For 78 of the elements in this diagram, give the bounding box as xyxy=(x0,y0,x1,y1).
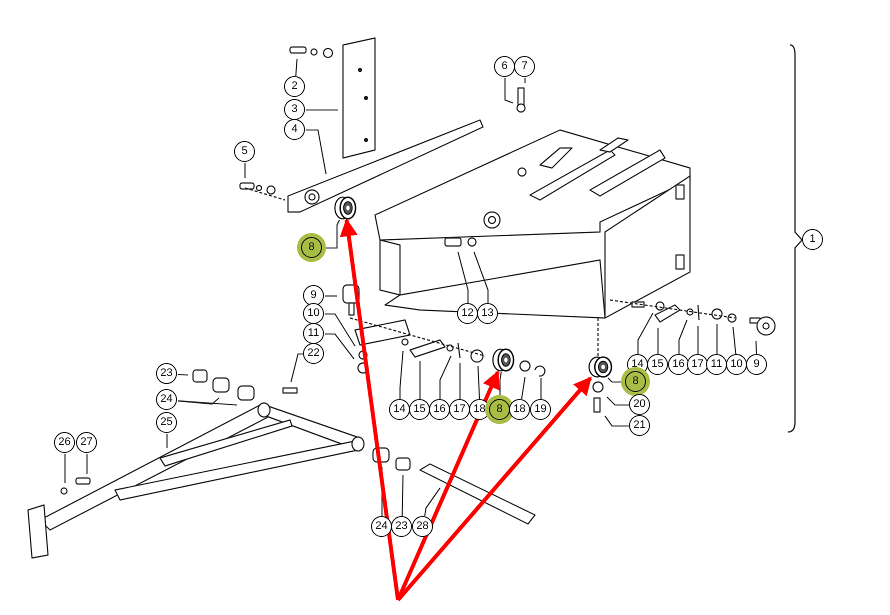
leader-line xyxy=(295,58,298,76)
callout-number: 16 xyxy=(668,354,689,375)
callout-number: 9 xyxy=(746,354,767,375)
leader-line xyxy=(86,454,88,474)
callout-number: 12 xyxy=(457,303,478,324)
callout-number: 23 xyxy=(156,363,177,384)
callout-number: 17 xyxy=(687,354,708,375)
callout-number: 5 xyxy=(234,141,255,162)
callout-number: 21 xyxy=(629,415,650,436)
leader-line xyxy=(178,398,220,405)
leader-line xyxy=(178,374,188,376)
bearing-drawing xyxy=(587,356,613,378)
leader-line xyxy=(716,324,718,354)
bearing-drawing xyxy=(491,348,515,372)
callout-number: 15 xyxy=(409,399,430,420)
callout-number: 10 xyxy=(303,303,324,324)
leader-line xyxy=(637,312,654,354)
bearing-drawing xyxy=(333,196,357,220)
callout-number: 26 xyxy=(54,432,75,453)
arrow xyxy=(396,376,592,602)
callout-number: 16 xyxy=(429,399,450,420)
leader-line xyxy=(424,488,440,516)
leader-line xyxy=(306,109,338,111)
leader-line xyxy=(323,220,340,249)
leader-line xyxy=(521,376,526,400)
leader-line xyxy=(402,474,404,516)
leader-line xyxy=(473,252,489,303)
callout-number: 3 xyxy=(284,99,305,120)
callout-number: 10 xyxy=(726,354,747,375)
leader-line xyxy=(697,326,699,354)
callout-number: 25 xyxy=(156,412,177,433)
callout-number: 24 xyxy=(156,389,177,410)
leader-line xyxy=(325,313,356,346)
callout-number: 14 xyxy=(389,399,410,420)
leader-line xyxy=(325,333,354,360)
leader-line xyxy=(178,400,238,406)
leader-line xyxy=(166,434,168,448)
callout-number: 15 xyxy=(647,354,668,375)
arrow xyxy=(396,370,500,601)
leader-line xyxy=(732,326,736,354)
leader-line xyxy=(290,353,303,382)
callout-number: 17 xyxy=(449,399,470,420)
callout-number: 27 xyxy=(76,432,97,453)
leader-line xyxy=(244,163,246,178)
leader-line xyxy=(504,78,514,104)
leader-line xyxy=(606,396,629,406)
arrow xyxy=(340,218,400,600)
leader-line xyxy=(459,363,461,399)
leader-line xyxy=(604,416,629,427)
callout-number: 2 xyxy=(284,76,305,97)
callout-number: 23 xyxy=(391,516,412,537)
leader-line xyxy=(540,378,542,399)
leader-line xyxy=(524,78,526,83)
leader-line xyxy=(755,340,758,354)
leader-line xyxy=(477,366,480,400)
callout-number: 9 xyxy=(303,285,324,306)
leader-line xyxy=(657,328,659,354)
callout-number: 28 xyxy=(412,516,433,537)
callout-number: 11 xyxy=(303,323,324,344)
callout-number: 1 xyxy=(802,229,823,250)
callout-number: 6 xyxy=(494,56,515,77)
leader-line xyxy=(457,252,469,303)
callout-number: 4 xyxy=(284,119,305,140)
leader-line xyxy=(325,295,337,297)
callout-number: 24 xyxy=(371,516,392,537)
callout-number: 19 xyxy=(530,399,551,420)
callout-number: 11 xyxy=(706,354,727,375)
leader-line xyxy=(306,129,327,174)
leader-line xyxy=(678,320,688,354)
leader-line xyxy=(419,361,421,399)
leader-line xyxy=(64,454,66,483)
leader-line xyxy=(399,350,404,399)
callout-number: 13 xyxy=(477,303,498,324)
callout-number: 20 xyxy=(629,394,650,415)
callout-number: 7 xyxy=(514,56,535,77)
callout-number: 18 xyxy=(509,399,530,420)
leader-line xyxy=(439,356,452,399)
callout-number: 22 xyxy=(303,343,324,364)
